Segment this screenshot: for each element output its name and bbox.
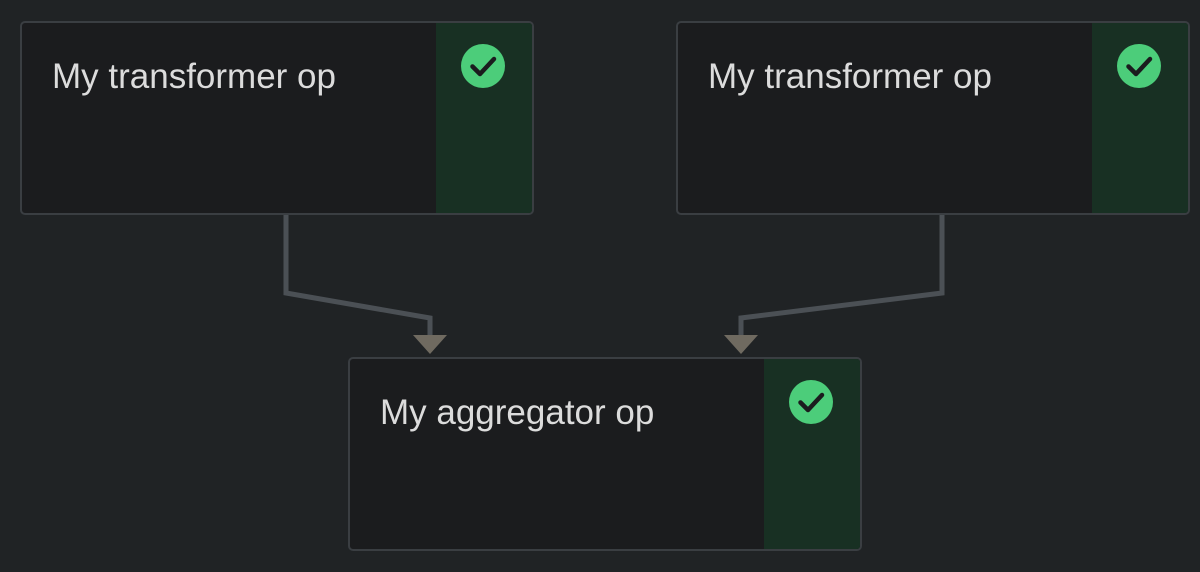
edge-right-to-aggregator bbox=[738, 215, 945, 336]
status-panel bbox=[436, 23, 532, 213]
aggregator-op-node[interactable]: My aggregator op bbox=[348, 357, 862, 551]
edge-arrowhead-right bbox=[724, 335, 758, 354]
transformer-op-node[interactable]: My transformer op bbox=[20, 21, 534, 215]
status-panel bbox=[1092, 23, 1188, 213]
edge-left-to-aggregator bbox=[283, 215, 433, 336]
node-title: My transformer op bbox=[708, 57, 992, 96]
node-title: My aggregator op bbox=[380, 393, 655, 432]
status-panel bbox=[764, 359, 860, 549]
check-circle-icon bbox=[789, 380, 833, 424]
node-title: My transformer op bbox=[52, 57, 336, 96]
check-circle-icon bbox=[1117, 44, 1161, 88]
check-circle-icon bbox=[461, 44, 505, 88]
edge-arrowhead-left bbox=[413, 335, 447, 354]
transformer-op-node[interactable]: My transformer op bbox=[676, 21, 1190, 215]
